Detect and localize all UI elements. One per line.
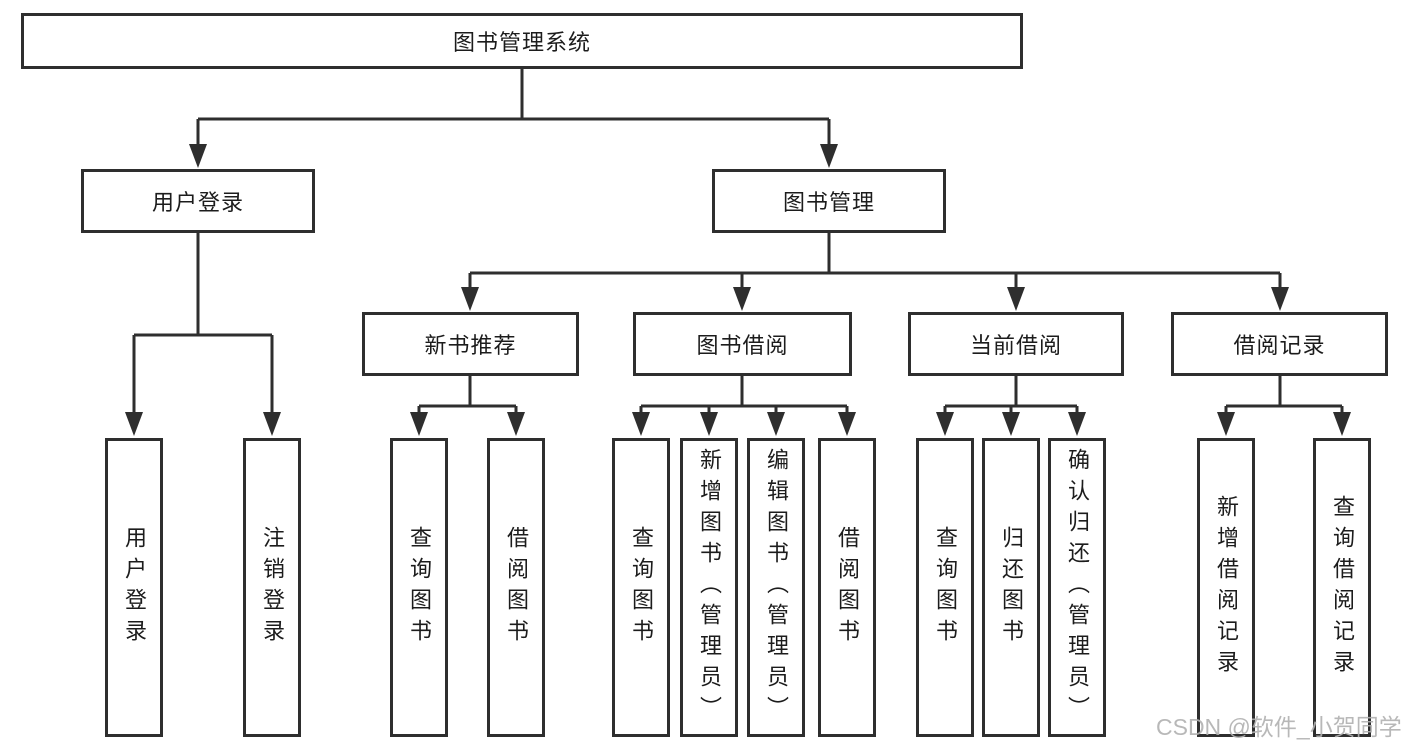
node-label: 查询借阅记录 (1330, 494, 1355, 681)
arrowhead (700, 412, 718, 436)
connector-book-borrow-branch (632, 376, 856, 436)
leaf-add-books-admin: 新增图书（管理员） (680, 438, 738, 737)
leaf-query-books-recommend: 查询图书 (390, 438, 448, 737)
connector-borrow-records-branch (1217, 376, 1351, 436)
node-label: 图书借阅 (696, 333, 789, 358)
leaf-query-borrow-record: 查询借阅记录 (1313, 438, 1371, 737)
node-label: 借阅记录 (1233, 333, 1326, 358)
node-label: 图书管理 (782, 190, 875, 215)
node-label: 查询图书 (933, 525, 958, 650)
connector-new-books-branch (410, 376, 525, 436)
arrowhead (733, 287, 751, 311)
arrowhead (838, 412, 856, 436)
csdn-watermark: CSDN @软件_小贺同学 (1156, 714, 1402, 740)
arrowhead (1068, 412, 1086, 436)
node-label: 归还图书 (999, 525, 1024, 650)
leaf-add-borrow-record: 新增借阅记录 (1197, 438, 1255, 737)
node-label: 图书管理系统 (452, 30, 591, 55)
node-root-system: 图书管理系统 (21, 13, 1023, 69)
node-label: 借阅图书 (504, 525, 529, 650)
node-new-book-recommend: 新书推荐 (362, 312, 579, 376)
node-book-management: 图书管理 (712, 169, 946, 233)
connector-book-management-branch (461, 233, 1289, 311)
node-label: 查询图书 (407, 525, 432, 650)
node-label: 注销登录 (260, 525, 285, 650)
arrowhead (189, 144, 207, 168)
arrowhead (936, 412, 954, 436)
node-book-borrow: 图书借阅 (633, 312, 852, 376)
node-label: 借阅图书 (835, 525, 860, 650)
arrowhead (1271, 287, 1289, 311)
node-label: 用户登录 (151, 190, 244, 215)
arrowhead (1217, 412, 1235, 436)
leaf-confirm-return-admin: 确认归还（管理员） (1048, 438, 1106, 737)
arrowhead (263, 412, 281, 436)
leaf-borrow-books: 借阅图书 (818, 438, 876, 737)
connector-line (468, 233, 1282, 289)
connector-root-to-level2 (189, 69, 838, 168)
node-current-borrow: 当前借阅 (908, 312, 1124, 376)
node-label: 编辑图书（管理员） (764, 448, 789, 727)
node-label: 新增借阅记录 (1214, 494, 1239, 681)
arrowhead (767, 412, 785, 436)
arrowhead (410, 412, 428, 436)
connector-line (1224, 376, 1344, 414)
node-label: 查询图书 (629, 525, 654, 650)
leaf-return-books: 归还图书 (982, 438, 1040, 737)
arrowhead (1002, 412, 1020, 436)
arrowhead (632, 412, 650, 436)
node-label: 新增图书（管理员） (697, 448, 722, 727)
connector-line (132, 233, 274, 414)
node-borrow-records: 借阅记录 (1171, 312, 1388, 376)
connector-line (639, 376, 849, 414)
arrowhead (125, 412, 143, 436)
leaf-edit-books-admin: 编辑图书（管理员） (747, 438, 805, 737)
connector-current-borrow-branch (936, 376, 1086, 436)
leaf-borrow-books-recommend: 借阅图书 (487, 438, 545, 737)
leaf-query-books-borrow: 查询图书 (612, 438, 670, 737)
arrowhead (820, 144, 838, 168)
connector-line (943, 376, 1079, 414)
node-label: 确认归还（管理员） (1065, 448, 1090, 727)
leaf-query-books-current: 查询图书 (916, 438, 974, 737)
leaf-user-login: 用户登录 (105, 438, 163, 737)
node-user-login: 用户登录 (81, 169, 315, 233)
arrowhead (1007, 287, 1025, 311)
node-label: 当前借阅 (969, 333, 1062, 358)
connector-line (196, 69, 831, 146)
arrowhead (507, 412, 525, 436)
node-label: 用户登录 (122, 525, 147, 650)
arrowhead (1333, 412, 1351, 436)
arrowhead (461, 287, 479, 311)
connector-user-login-branch (125, 233, 281, 436)
leaf-logout: 注销登录 (243, 438, 301, 737)
connector-line (417, 376, 518, 414)
node-label: 新书推荐 (424, 333, 517, 358)
